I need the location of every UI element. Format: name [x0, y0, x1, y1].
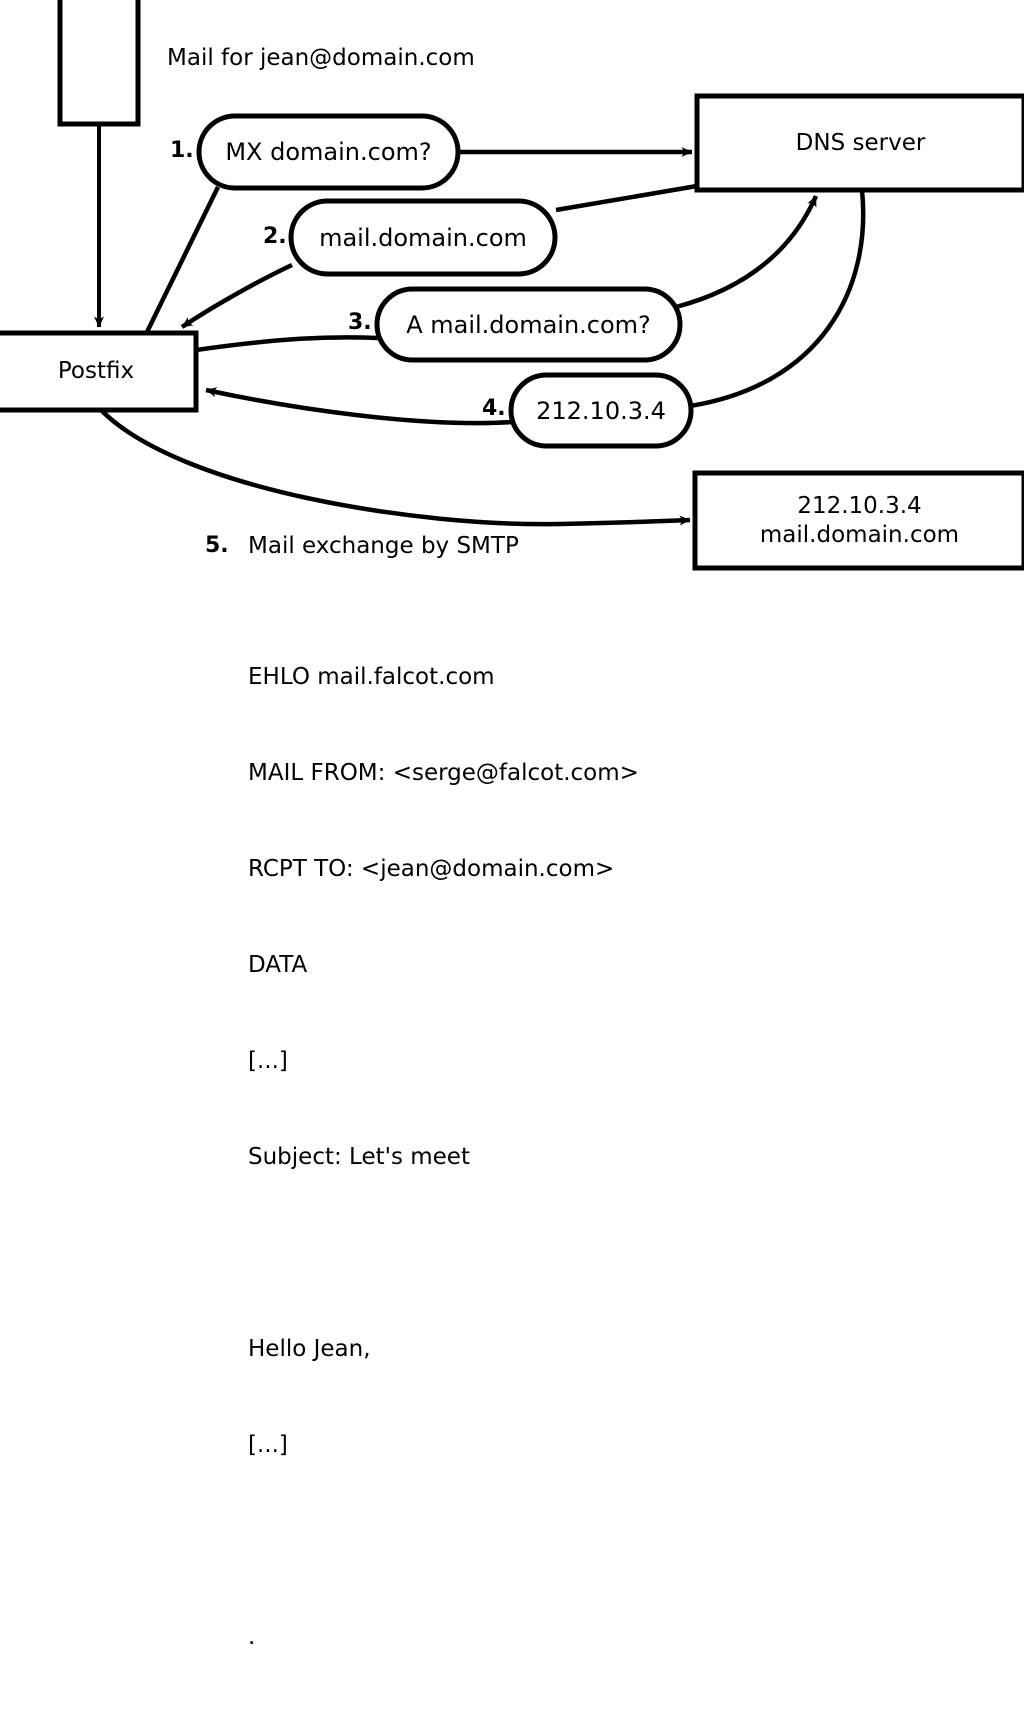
transcript-line: [...] — [248, 1432, 288, 1458]
connector-postfix-to-step1 — [144, 186, 221, 333]
connector-step4-to-postfix — [205, 387, 513, 426]
transcript-line: Subject: Let's meet — [248, 1144, 470, 1170]
step-4-bubble — [508, 372, 694, 449]
step-3-bubble — [374, 286, 683, 363]
connector-postfix-to-mail-server — [99, 408, 691, 527]
step-2-number: 2. — [263, 224, 287, 249]
step-2-bubble — [288, 198, 558, 277]
step-1-bubble — [196, 113, 461, 191]
connector-dns-to-step2 — [555, 183, 698, 213]
dns-server-box — [694, 93, 1024, 193]
transcript-line: MAIL FROM: <serge@falcot.com> — [248, 760, 639, 786]
connector-postfix-to-step3 — [195, 335, 379, 353]
step-4-number: 4. — [482, 396, 506, 421]
connector-step3-to-dns — [675, 195, 819, 310]
diagram-canvas: Mail for jean@domain.com Postfix DNS ser… — [0, 0, 1024, 1650]
transcript-line: DATA — [248, 952, 308, 978]
transcript-line-blank — [248, 1525, 639, 1557]
postfix-box — [0, 330, 199, 413]
transcript-line: [...] — [248, 1048, 288, 1074]
mail-server-box — [692, 470, 1024, 571]
step-5-number: 5. — [205, 533, 229, 558]
transcript-line: EHLO mail.falcot.com — [248, 664, 495, 690]
transcript-line: RCPT TO: <jean@domain.com> — [248, 856, 615, 882]
connector-step2-to-postfix — [180, 262, 293, 329]
diagram-vector-layer — [0, 0, 1024, 571]
step-3-number: 3. — [348, 310, 372, 335]
mail-for-caption: Mail for jean@domain.com — [167, 45, 475, 71]
step-5-label: Mail exchange by SMTP — [248, 533, 519, 559]
client-box — [57, 0, 141, 127]
transcript-line-blank — [248, 1237, 639, 1269]
step-1-number: 1. — [170, 138, 194, 163]
transcript-line-terminator: . — [248, 1624, 256, 1650]
smtp-transcript: EHLO mail.falcot.com MAIL FROM: <serge@f… — [248, 597, 639, 1717]
connector-dns-to-step4 — [689, 189, 866, 409]
transcript-line: Hello Jean, — [248, 1336, 371, 1362]
